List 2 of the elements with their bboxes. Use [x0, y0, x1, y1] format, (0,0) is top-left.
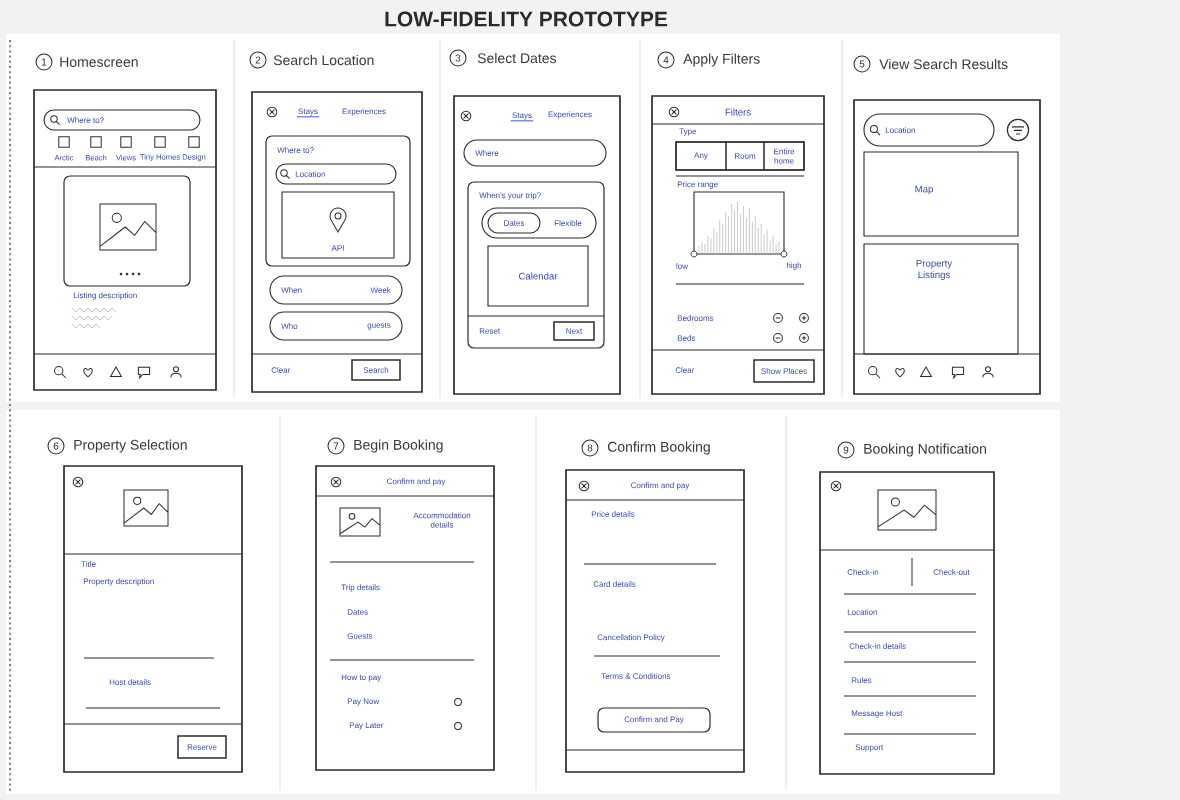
price-histogram — [690, 191, 788, 258]
diagram-title: LOW-FIDELITY PROTOTYPE — [385, 11, 668, 27]
